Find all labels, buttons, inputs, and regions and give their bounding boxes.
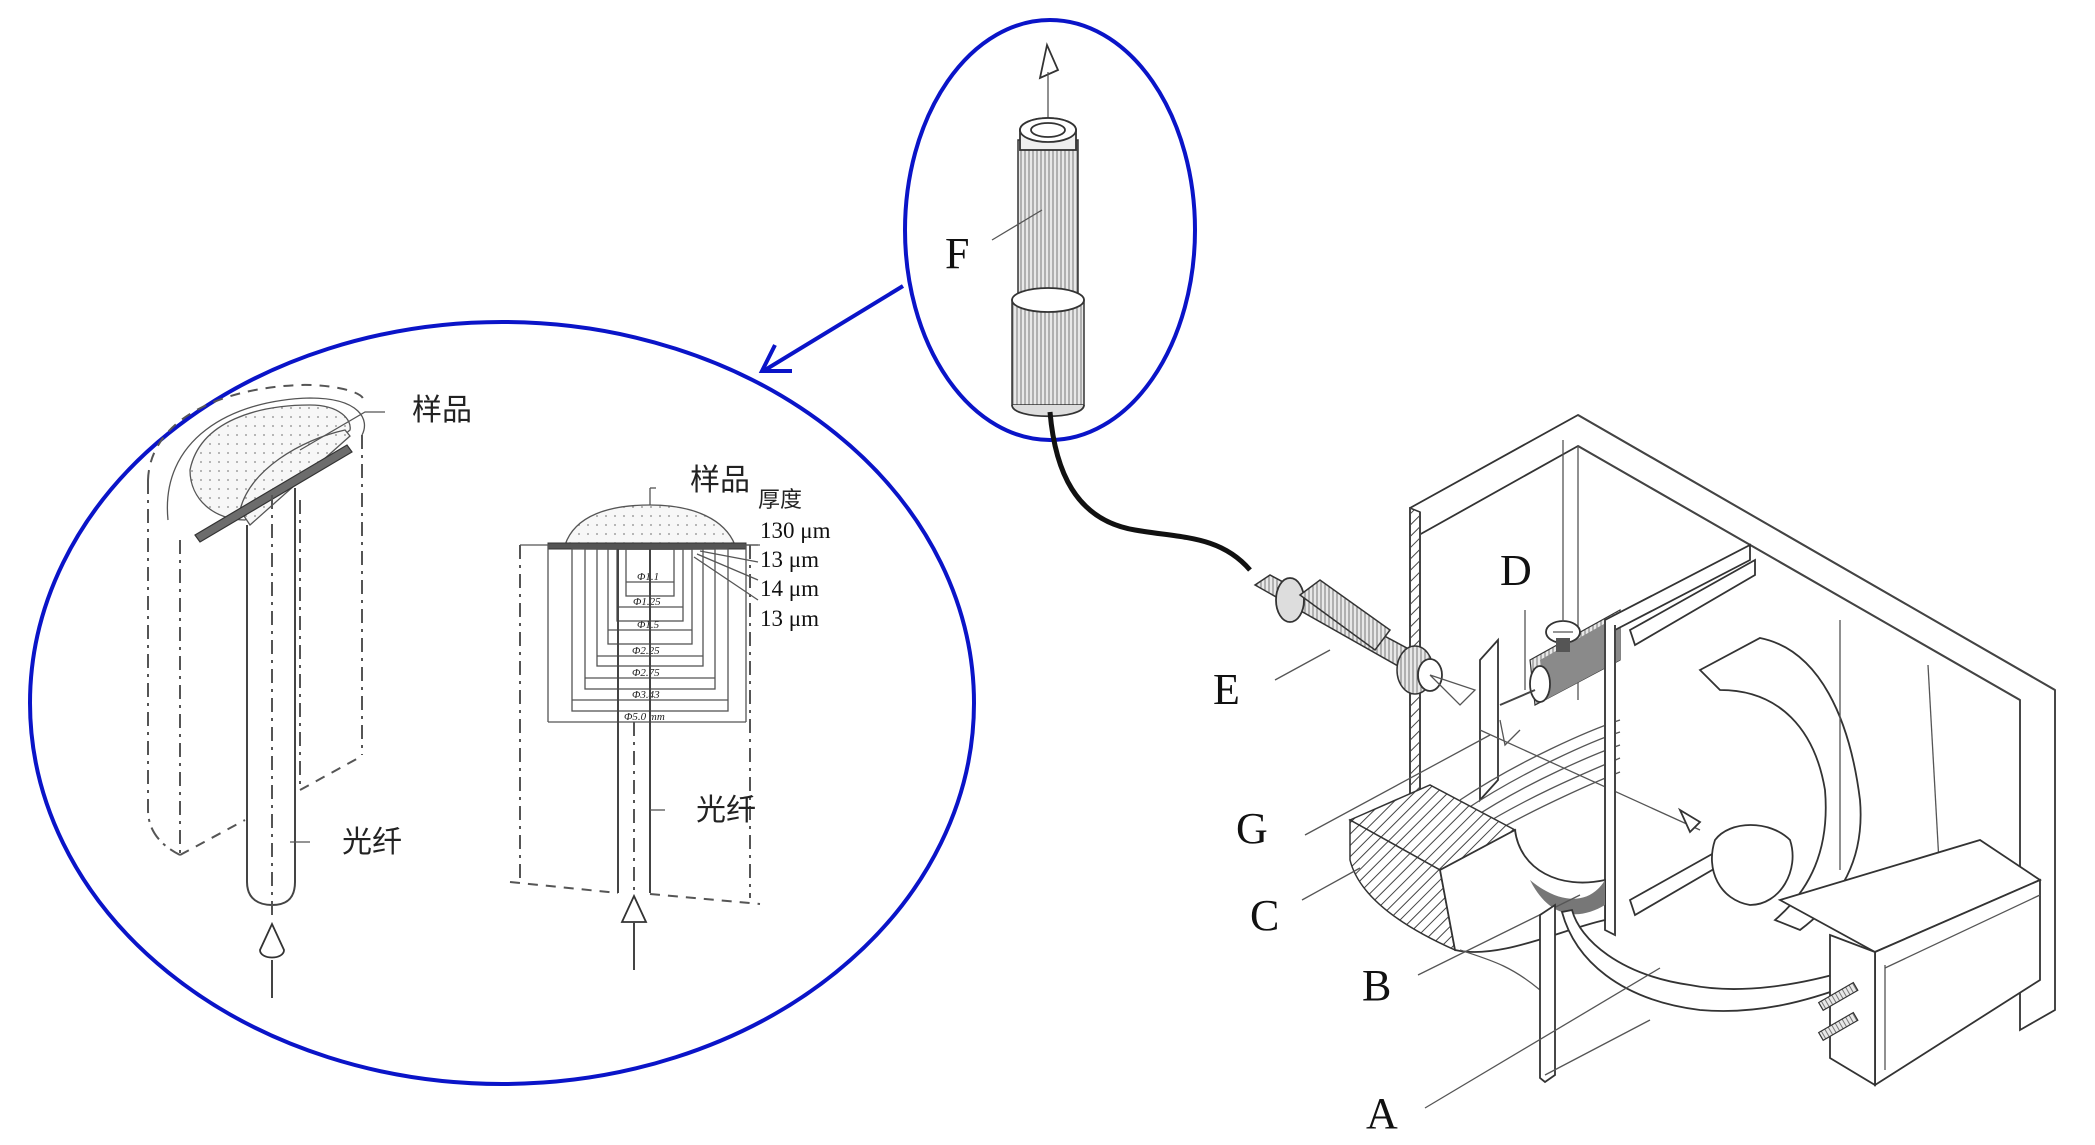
section-input-arrow-icon (620, 893, 648, 970)
thickness-header: 厚度 (758, 488, 802, 513)
perspective-input-arrow-icon (259, 921, 285, 998)
apparatus: D G C B (1213, 413, 2056, 1138)
diameter-label: Φ5.0 mm (624, 711, 665, 723)
diameter-label: Φ1.1 (637, 571, 659, 583)
diameter-label: Φ3.43 (632, 689, 660, 701)
section-sample-label: 样品 (690, 463, 750, 498)
cross-section: Φ1.1 Φ1.25 Φ1.5 Φ2.25 Φ2.75 Φ3.43 Φ5.0 m… (509, 463, 831, 970)
diameter-label: Φ1.5 (637, 619, 660, 631)
perspective-sample-label: 样品 (412, 393, 472, 428)
dimension-list: Φ1.1 Φ1.25 Φ1.5 Φ2.25 Φ2.75 Φ3.43 Φ5.0 m… (548, 571, 746, 723)
detector-box (1777, 839, 2042, 1087)
component-C: C (1250, 784, 1606, 953)
label-G: G (1236, 804, 1268, 853)
thickness-value: 130 μm (760, 518, 831, 543)
callout-connector-arrow (758, 284, 905, 373)
fiber-cable (1047, 411, 1252, 572)
diameter-label: Φ2.75 (632, 667, 660, 679)
label-D: D (1500, 546, 1532, 595)
label-A: A (1366, 1089, 1398, 1138)
thickness-value: 14 μm (760, 576, 819, 601)
thickness-value: 13 μm (760, 606, 819, 631)
thickness-value: 13 μm (760, 547, 819, 572)
section-fiber-label: 光纤 (696, 793, 756, 828)
label-B: B (1362, 961, 1391, 1010)
diameter-label: Φ2.25 (632, 645, 660, 657)
component-A: A (1366, 903, 1851, 1138)
label-C: C (1250, 891, 1279, 940)
component-D: D (1499, 440, 1621, 706)
detail-callout (28, 284, 976, 1086)
perspective-fiber-label: 光纤 (342, 825, 402, 860)
perspective-cutaway: 样品 光纤 (147, 383, 472, 998)
probe-label-F: F (945, 229, 969, 278)
probe-callout: F (903, 18, 1197, 442)
connector-E (1253, 574, 1443, 695)
detail-callout-ellipse (28, 320, 976, 1086)
component-B: B (1362, 894, 1581, 1010)
label-E: E (1213, 665, 1240, 714)
diameter-label: Φ1.25 (633, 596, 661, 608)
probe-callout-ellipse (903, 18, 1197, 442)
